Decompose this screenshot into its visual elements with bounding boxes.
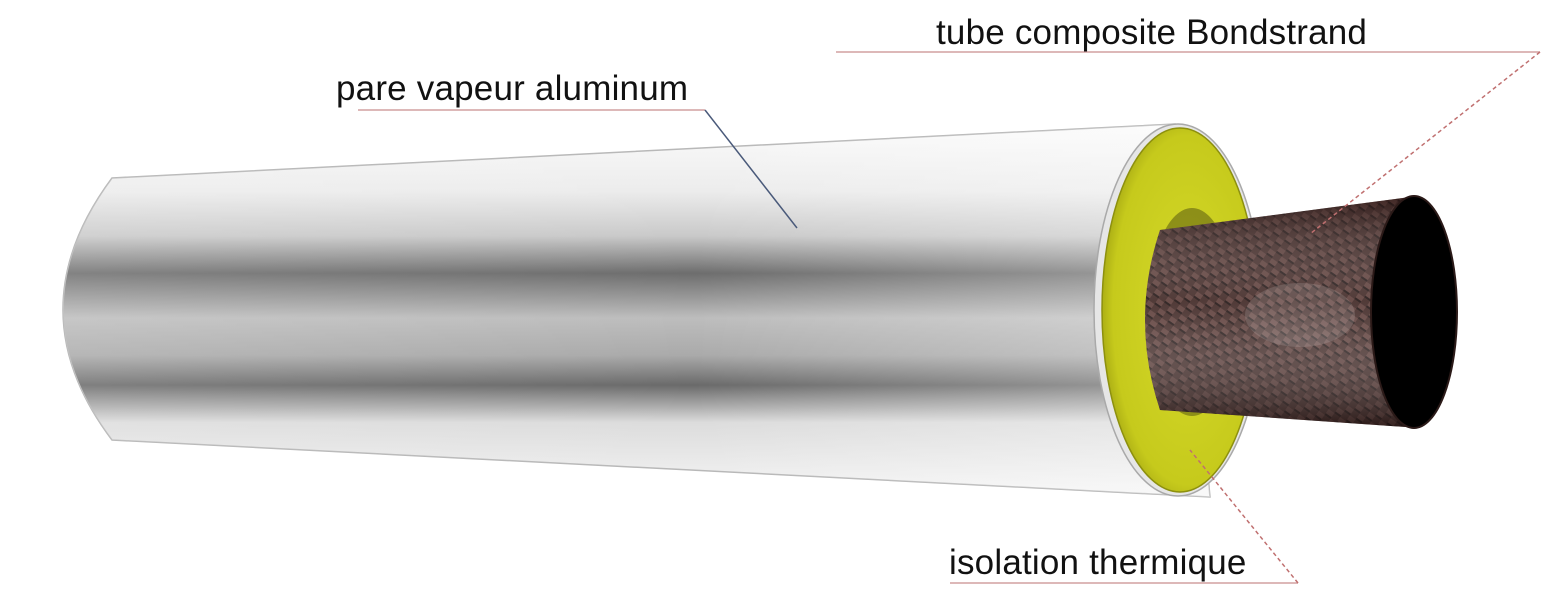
composite-highlight: [1245, 283, 1355, 347]
aluminum-jacket-highlight: [63, 124, 1210, 497]
label-thermal-insulation: isolation thermique: [949, 543, 1247, 582]
vapor-leader: [704, 109, 798, 229]
tube-bore: [1370, 195, 1458, 429]
label-vapor-barrier: pare vapeur aluminum: [336, 69, 689, 108]
composite-tube: [1145, 197, 1420, 428]
label-composite-tube: tube composite Bondstrand: [936, 13, 1368, 52]
insul-leader: [1189, 449, 1299, 584]
